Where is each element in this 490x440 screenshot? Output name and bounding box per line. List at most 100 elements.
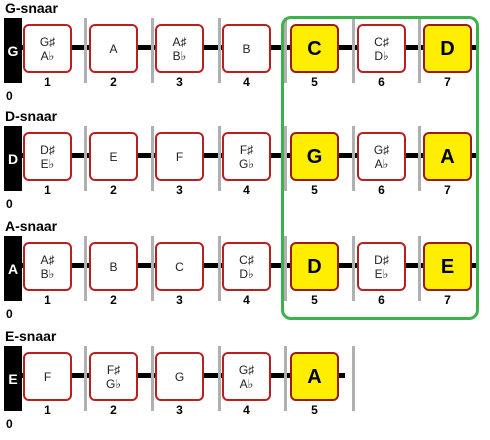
open-fret-number: 0 (6, 417, 13, 431)
note-name: D♯ (374, 252, 389, 267)
fret-line (151, 236, 154, 301)
note-name: A (109, 41, 118, 56)
fret-line (418, 126, 421, 191)
fret-number: 7 (444, 75, 451, 89)
string-title: G-snaar (5, 0, 58, 16)
note-cell: A (290, 352, 339, 401)
fret-number: 4 (243, 403, 250, 417)
note-name: D♯ (40, 142, 55, 157)
note-name: G♯ (39, 34, 56, 49)
fret-line (284, 346, 287, 411)
fret-line (218, 346, 221, 411)
fret-line (151, 18, 154, 83)
note-name: B♭ (40, 266, 55, 281)
fret-line (151, 126, 154, 191)
note-name: B (109, 259, 118, 274)
note-cell: D♯E♭ (357, 242, 406, 291)
fret-number: 4 (243, 75, 250, 89)
nut-label: D (4, 126, 22, 191)
fret-number: 5 (311, 293, 318, 307)
open-fret-number: 0 (6, 197, 13, 211)
fret-line (84, 346, 87, 411)
note-name: A♯ (172, 34, 187, 49)
string-title: E-snaar (5, 328, 57, 344)
fret-line (284, 236, 287, 301)
note-cell: F (23, 352, 72, 401)
fret-number: 2 (110, 75, 117, 89)
note-name: F♯ (239, 142, 254, 157)
note-cell: A (89, 24, 138, 73)
note-name: E (109, 149, 118, 164)
note-name: D♭ (239, 266, 254, 281)
fret-line (84, 236, 87, 301)
fret-number: 6 (378, 183, 385, 197)
fret-number: 7 (444, 183, 451, 197)
open-fret-number: 0 (6, 307, 13, 321)
fret-number: 7 (444, 293, 451, 307)
fret-line (284, 18, 287, 83)
note-name: A♭ (374, 156, 389, 171)
fret-number: 1 (44, 293, 51, 307)
note-name: F♯ (106, 362, 121, 377)
fret-line (218, 126, 221, 191)
note-cell: B (89, 242, 138, 291)
note-name: D (307, 255, 322, 278)
note-name: C♯ (374, 34, 389, 49)
fret-number: 6 (378, 75, 385, 89)
note-name: G (306, 145, 323, 168)
string-title: A-snaar (5, 218, 58, 234)
fret-line (418, 18, 421, 83)
note-name: A♭ (239, 376, 254, 391)
note-name: A (307, 365, 322, 388)
note-name: D (440, 37, 455, 60)
nut-label: E (4, 346, 22, 411)
fret-number: 3 (176, 293, 183, 307)
fret-number: 3 (176, 183, 183, 197)
fret-line (218, 236, 221, 301)
fret-number: 6 (378, 293, 385, 307)
note-cell: C♯D♭ (357, 24, 406, 73)
fret-line (352, 126, 355, 191)
note-name: E (440, 255, 455, 278)
nut-label: G (4, 18, 22, 83)
fret-number: 4 (243, 293, 250, 307)
note-name: F (175, 149, 184, 164)
note-cell: C♯D♭ (222, 242, 271, 291)
fret-line (151, 346, 154, 411)
note-name: B♭ (172, 48, 187, 63)
note-name: A♭ (40, 48, 55, 63)
fret-number: 3 (176, 75, 183, 89)
note-cell: A (423, 132, 472, 181)
nut-label: A (4, 236, 22, 301)
fret-number: 2 (110, 293, 117, 307)
note-cell: A♯B♭ (155, 24, 204, 73)
note-cell: F♯G♭ (89, 352, 138, 401)
note-name: A♯ (40, 252, 55, 267)
fret-number: 1 (44, 183, 51, 197)
note-name: D♭ (374, 48, 389, 63)
note-name: C♯ (239, 252, 254, 267)
fret-number: 5 (311, 75, 318, 89)
note-cell: B (222, 24, 271, 73)
note-cell: F (155, 132, 204, 181)
fret-number: 1 (44, 75, 51, 89)
note-cell: E (89, 132, 138, 181)
note-name: A (440, 145, 455, 168)
note-cell: D♯E♭ (23, 132, 72, 181)
fret-line (418, 236, 421, 301)
note-cell: G (290, 132, 339, 181)
fret-line (218, 18, 221, 83)
note-cell: F♯G♭ (222, 132, 271, 181)
fret-line (84, 18, 87, 83)
fret-number: 5 (311, 183, 318, 197)
fret-line (352, 236, 355, 301)
highlight-box (281, 16, 479, 320)
note-cell: D (290, 242, 339, 291)
note-cell: G♯A♭ (222, 352, 271, 401)
note-cell: G♯A♭ (23, 24, 72, 73)
fret-number: 3 (176, 403, 183, 417)
fret-line (352, 346, 355, 411)
note-name: C (175, 259, 184, 274)
note-name: G♭ (239, 156, 254, 171)
note-cell: G (155, 352, 204, 401)
